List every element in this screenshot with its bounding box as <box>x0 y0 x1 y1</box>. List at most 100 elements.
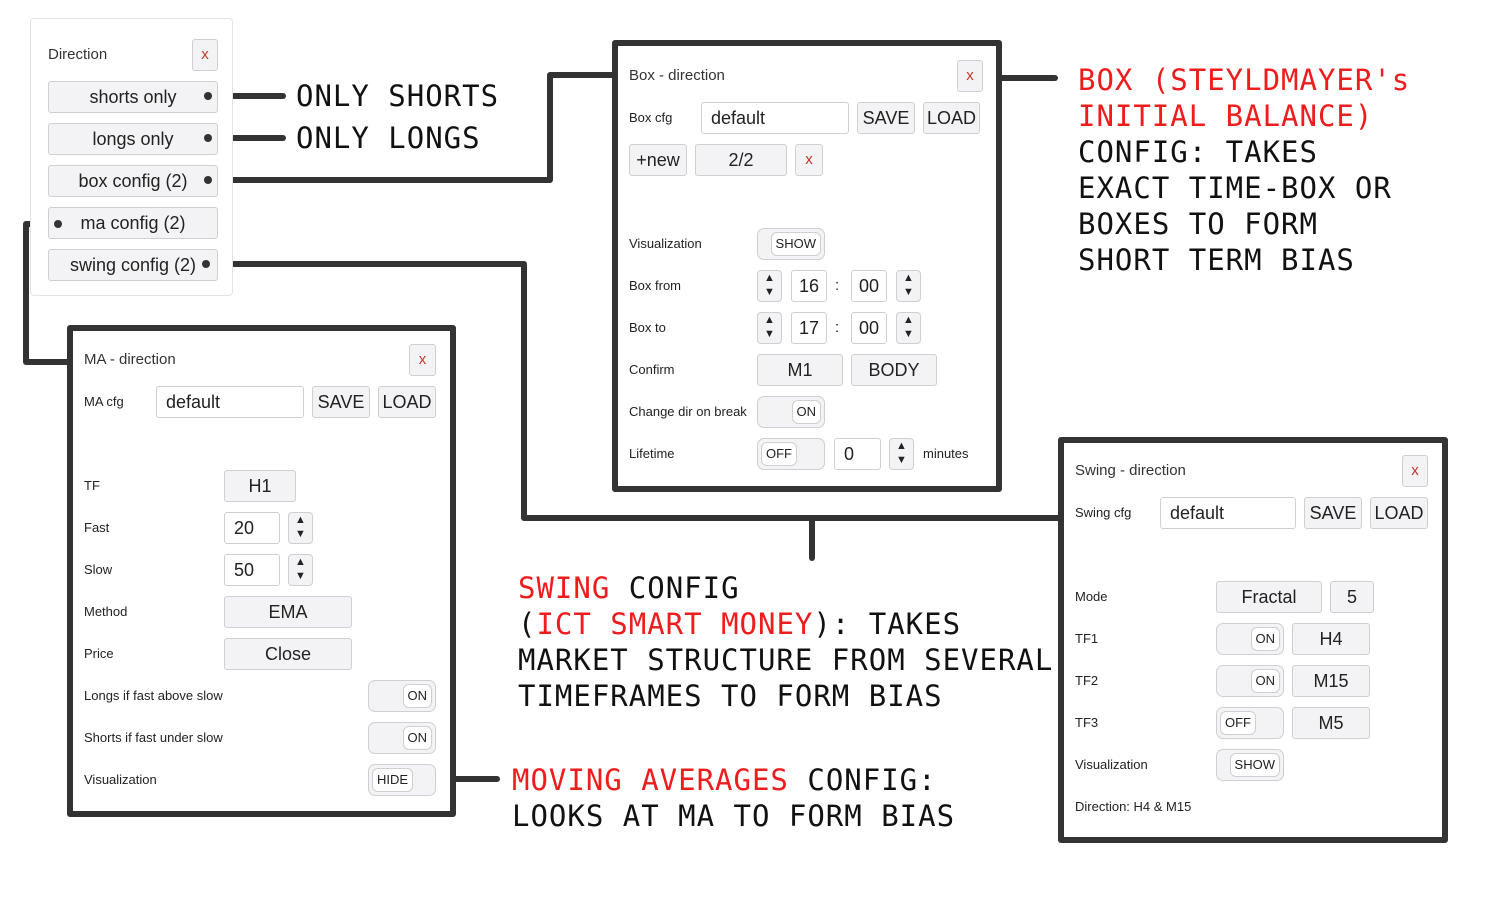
close-button[interactable]: x <box>957 60 983 92</box>
tf2-button[interactable]: M15 <box>1292 665 1370 697</box>
confirm-type-button[interactable]: BODY <box>851 354 937 386</box>
new-box-button[interactable]: +new <box>629 144 687 176</box>
tf2-label: TF2 <box>1075 673 1099 688</box>
up-arrow-icon[interactable]: ▲ <box>903 314 914 326</box>
panel-title: Swing - direction <box>1075 462 1186 479</box>
tf1-label: TF1 <box>1075 631 1099 646</box>
to-hour-spinner[interactable]: ▲▼ <box>757 312 782 344</box>
swing-direction-panel: Swing - direction x Swing cfg default SA… <box>1058 437 1448 843</box>
note-box-line: SHORT TERM BIAS <box>1078 243 1355 277</box>
tf3-toggle[interactable]: OFF <box>1216 707 1284 739</box>
note-box-config: BOX (STEYLDMAYER's INITIAL BALANCE) CONF… <box>1078 62 1410 278</box>
load-button[interactable]: LOAD <box>378 386 436 418</box>
visualization-toggle[interactable]: HIDE <box>368 764 436 796</box>
save-button[interactable]: SAVE <box>1304 497 1362 529</box>
tf3-button[interactable]: M5 <box>1292 707 1370 739</box>
note-box-line: BOXES TO FORM <box>1078 207 1318 241</box>
cfg-label: MA cfg <box>84 394 124 409</box>
lifetime-spinner[interactable]: ▲▼ <box>889 438 914 470</box>
down-arrow-icon[interactable]: ▼ <box>295 570 306 582</box>
box-to-label: Box to <box>629 320 666 335</box>
ma-config-button[interactable]: ma config (2) <box>48 207 218 239</box>
close-button[interactable]: x <box>1402 455 1428 487</box>
to-minute-spinner[interactable]: ▲▼ <box>896 312 921 344</box>
tf2-toggle[interactable]: ON <box>1216 665 1284 697</box>
confirm-timeframe-button[interactable]: M1 <box>757 354 843 386</box>
to-minute-input[interactable]: 00 <box>851 312 887 344</box>
change-dir-label: Change dir on break <box>629 404 747 419</box>
note-swing-line: TIMEFRAMES TO FORM BIAS <box>518 679 943 713</box>
mode-button[interactable]: Fractal <box>1216 581 1322 613</box>
up-arrow-icon[interactable]: ▲ <box>896 440 907 452</box>
visualization-label: Visualization <box>1075 757 1148 772</box>
note-swing-line: MARKET STRUCTURE FROM SEVERAL <box>518 643 1054 677</box>
note-swing-text: ): TAKES <box>813 607 962 641</box>
box-page-indicator[interactable]: 2/2 <box>695 144 787 176</box>
down-arrow-icon[interactable]: ▼ <box>903 328 914 340</box>
cfg-name-input[interactable]: default <box>1160 497 1296 529</box>
longs-only-button[interactable]: longs only <box>48 123 218 155</box>
down-arrow-icon[interactable]: ▼ <box>896 454 907 466</box>
save-button[interactable]: SAVE <box>312 386 370 418</box>
slow-label: Slow <box>84 562 113 577</box>
load-button[interactable]: LOAD <box>1370 497 1428 529</box>
lifetime-toggle[interactable]: OFF <box>757 438 825 470</box>
fast-spinner[interactable]: ▲▼ <box>288 512 313 544</box>
toggle-state: SHOW <box>770 232 821 256</box>
tf1-toggle[interactable]: ON <box>1216 623 1284 655</box>
mode-value-button[interactable]: 5 <box>1330 581 1374 613</box>
note-ma-line: CONFIG: <box>788 763 937 797</box>
toggle-state: ON <box>402 726 432 750</box>
toggle-state: ON <box>1250 627 1280 651</box>
tf3-label: TF3 <box>1075 715 1099 730</box>
cfg-name-input[interactable]: default <box>156 386 304 418</box>
slow-spinner[interactable]: ▲▼ <box>288 554 313 586</box>
note-ma-red: MOVING AVERAGES <box>512 763 789 797</box>
up-arrow-icon[interactable]: ▲ <box>764 272 775 284</box>
up-arrow-icon[interactable]: ▲ <box>903 272 914 284</box>
slow-input[interactable]: 50 <box>224 554 280 586</box>
from-minute-spinner[interactable]: ▲▼ <box>896 270 921 302</box>
price-label: Price <box>84 646 114 661</box>
shorts-toggle[interactable]: ON <box>368 722 436 754</box>
save-button[interactable]: SAVE <box>857 102 915 134</box>
toggle-state: HIDE <box>372 768 414 792</box>
down-arrow-icon[interactable]: ▼ <box>903 286 914 298</box>
method-button[interactable]: EMA <box>224 596 352 628</box>
change-dir-toggle[interactable]: ON <box>757 396 825 428</box>
lifetime-input[interactable]: 0 <box>834 438 881 470</box>
fast-input[interactable]: 20 <box>224 512 280 544</box>
load-button[interactable]: LOAD <box>923 102 980 134</box>
close-button[interactable]: x <box>409 344 436 376</box>
tf-button[interactable]: H1 <box>224 470 296 502</box>
box-from-label: Box from <box>629 278 682 293</box>
confirm-label: Confirm <box>629 362 675 377</box>
cfg-name-input[interactable]: default <box>701 102 849 134</box>
direction-status: Direction: H4 & M15 <box>1075 799 1192 814</box>
up-arrow-icon[interactable]: ▲ <box>295 514 306 526</box>
close-button[interactable]: x <box>192 39 218 71</box>
shorts-only-button[interactable]: shorts only <box>48 81 218 113</box>
toggle-state: ON <box>402 684 432 708</box>
from-hour-spinner[interactable]: ▲▼ <box>757 270 782 302</box>
visualization-toggle[interactable]: SHOW <box>757 228 825 260</box>
to-hour-input[interactable]: 17 <box>791 312 827 344</box>
toggle-state: OFF <box>761 442 797 466</box>
direction-panel: Direction x shorts only longs only box c… <box>30 18 233 296</box>
up-arrow-icon[interactable]: ▲ <box>295 556 306 568</box>
longs-toggle[interactable]: ON <box>368 680 436 712</box>
price-button[interactable]: Close <box>224 638 352 670</box>
box-config-button[interactable]: box config (2) <box>48 165 218 197</box>
up-arrow-icon[interactable]: ▲ <box>764 314 775 326</box>
ma-direction-panel: MA - direction x MA cfg default SAVE LOA… <box>67 325 456 817</box>
visualization-toggle[interactable]: SHOW <box>1216 749 1284 781</box>
delete-box-button[interactable]: x <box>795 144 823 176</box>
down-arrow-icon[interactable]: ▼ <box>764 286 775 298</box>
down-arrow-icon[interactable]: ▼ <box>764 328 775 340</box>
from-hour-input[interactable]: 16 <box>791 270 827 302</box>
toggle-state: SHOW <box>1229 753 1280 777</box>
down-arrow-icon[interactable]: ▼ <box>295 528 306 540</box>
swing-config-button[interactable]: swing config (2) <box>48 249 218 281</box>
from-minute-input[interactable]: 00 <box>851 270 887 302</box>
tf1-button[interactable]: H4 <box>1292 623 1370 655</box>
